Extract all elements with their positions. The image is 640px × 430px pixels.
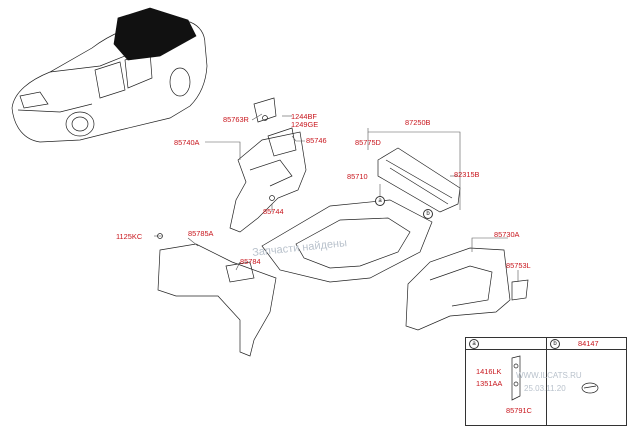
legend-drawings — [511, 355, 599, 401]
part-85785A-shape — [157, 243, 277, 357]
legend-box: a b 84147 1416LK 1351AA 85791C WWW.ILCAT… — [465, 337, 627, 426]
callout-85784: 85784 — [240, 257, 261, 266]
legend-watermark-date: 25.03.11.20 — [524, 384, 566, 393]
callout-1125KC: 1125KC — [116, 232, 143, 241]
part-85740A-shape — [229, 131, 307, 233]
legend-divider — [546, 338, 547, 425]
callout-85753L: 85753L — [506, 261, 531, 270]
callout-82315B: 82315B — [454, 170, 480, 179]
part-85730A-shape — [405, 247, 511, 331]
part-85710-shape — [261, 199, 433, 283]
part-85784-shape — [225, 261, 255, 283]
part-87250B-shape — [377, 147, 461, 213]
legend-part-84147: 84147 — [578, 339, 599, 348]
callout-1244BF: 1244BF — [291, 112, 317, 121]
legend-watermark-site: WWW.ILCATS.RU — [516, 371, 582, 380]
callout-85763R: 85763R — [223, 115, 249, 124]
trunk-highlight — [113, 7, 197, 61]
legend-part-85791C: 85791C — [506, 406, 532, 415]
part-85746-shape — [267, 127, 297, 157]
callout-85785A: 85785A — [188, 229, 214, 238]
callout-85730A: 85730A — [494, 230, 520, 239]
callout-85746: 85746 — [306, 136, 327, 145]
legend-marker-a: a — [469, 339, 479, 349]
legend-part-1351AA: 1351AA — [476, 379, 503, 388]
car-illustration — [11, 19, 208, 143]
callout-85744: 85744 — [263, 207, 284, 216]
callout-1249GE: 1249GE — [291, 120, 319, 129]
callout-85775D: 85775D — [355, 138, 381, 147]
part-85763R-shape — [253, 97, 277, 123]
marker-a: a — [375, 196, 385, 206]
leader-lines — [154, 113, 519, 282]
callout-85710: 85710 — [347, 172, 368, 181]
callout-87250B: 87250B — [405, 118, 431, 127]
part-85753L-shape — [511, 279, 529, 301]
legend-part-1416LK: 1416LK — [476, 367, 502, 376]
callout-85740A: 85740A — [174, 138, 200, 147]
marker-b: b — [423, 209, 433, 219]
legend-marker-b: b — [550, 339, 560, 349]
